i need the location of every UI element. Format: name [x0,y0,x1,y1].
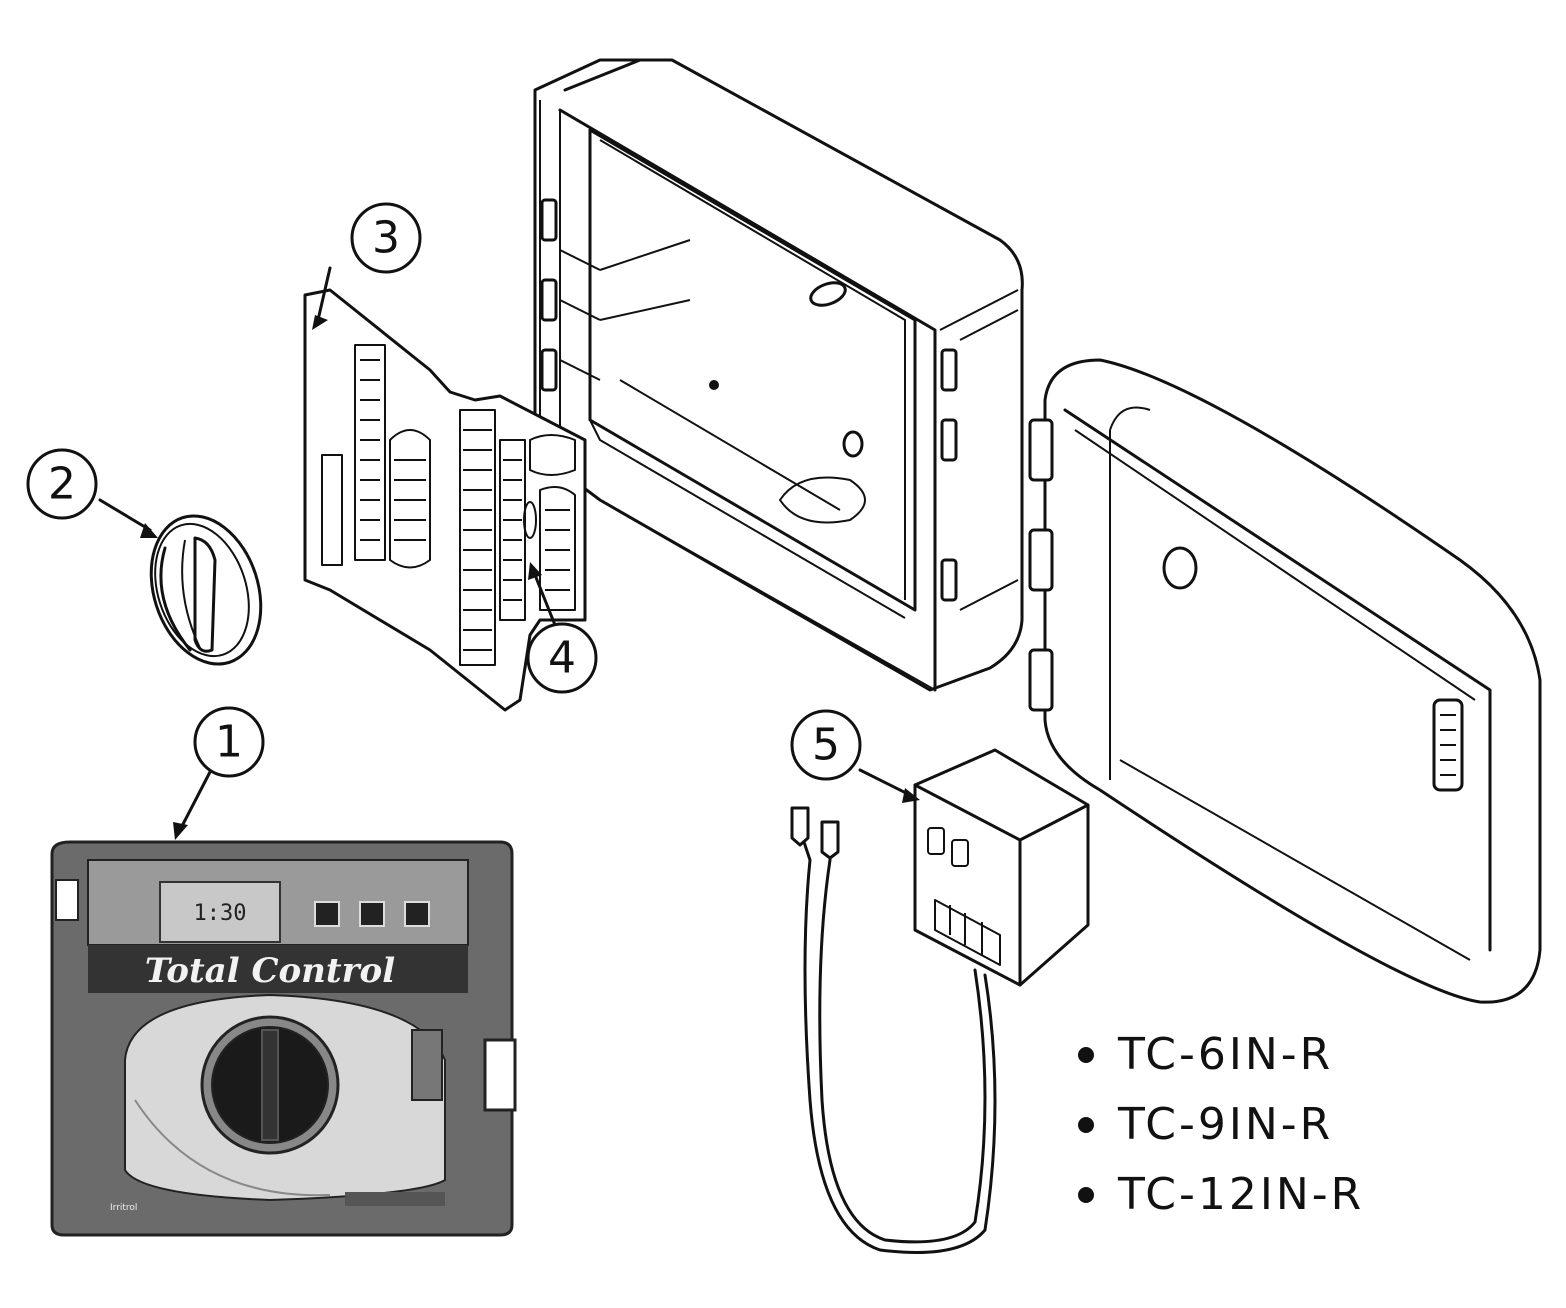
model-name: TC-6IN-R [1118,1029,1334,1080]
brand-logo: Total Control [145,951,395,991]
callout-4-label: 4 [548,633,576,684]
model-list: TC-6IN-R TC-9IN-R TC-12IN-R [1078,1020,1364,1230]
circuit-board [303,288,587,712]
front-door-cover [1028,358,1542,1004]
model-name: TC-12IN-R [1118,1169,1365,1220]
model-item: TC-12IN-R [1078,1160,1364,1230]
model-name: TC-9IN-R [1118,1099,1334,1150]
bullet-icon [1078,1117,1094,1133]
model-item: TC-9IN-R [1078,1090,1364,1160]
callout-3-label: 3 [372,213,400,264]
svg-text:Irritrol: Irritrol [110,1203,137,1213]
model-item: TC-6IN-R [1078,1020,1364,1090]
lcd-time-readout: 1:30 [194,901,247,926]
callout-5: 5 [790,709,862,781]
cabinet-enclosure [533,58,1024,692]
callout-2-label: 2 [48,459,76,510]
callout-3: 3 [350,202,422,274]
controller-button-middle[interactable] [359,901,385,927]
callout-1: 1 [193,706,265,778]
callout-2: 2 [26,448,98,520]
controller-button-right[interactable] [404,901,430,927]
lcd-display [159,881,281,943]
transformer [790,748,1090,1254]
bullet-icon [1078,1047,1094,1063]
callout-1-label: 1 [215,717,243,768]
controller-button-left[interactable] [314,901,340,927]
controller-unit: 1:30 Total Control Irritrol [50,840,517,1237]
callout-4: 4 [526,622,598,694]
bullet-icon [1078,1187,1094,1203]
callout-5-label: 5 [812,720,840,771]
callout-leaders [98,266,920,840]
dial-knob [149,514,263,666]
